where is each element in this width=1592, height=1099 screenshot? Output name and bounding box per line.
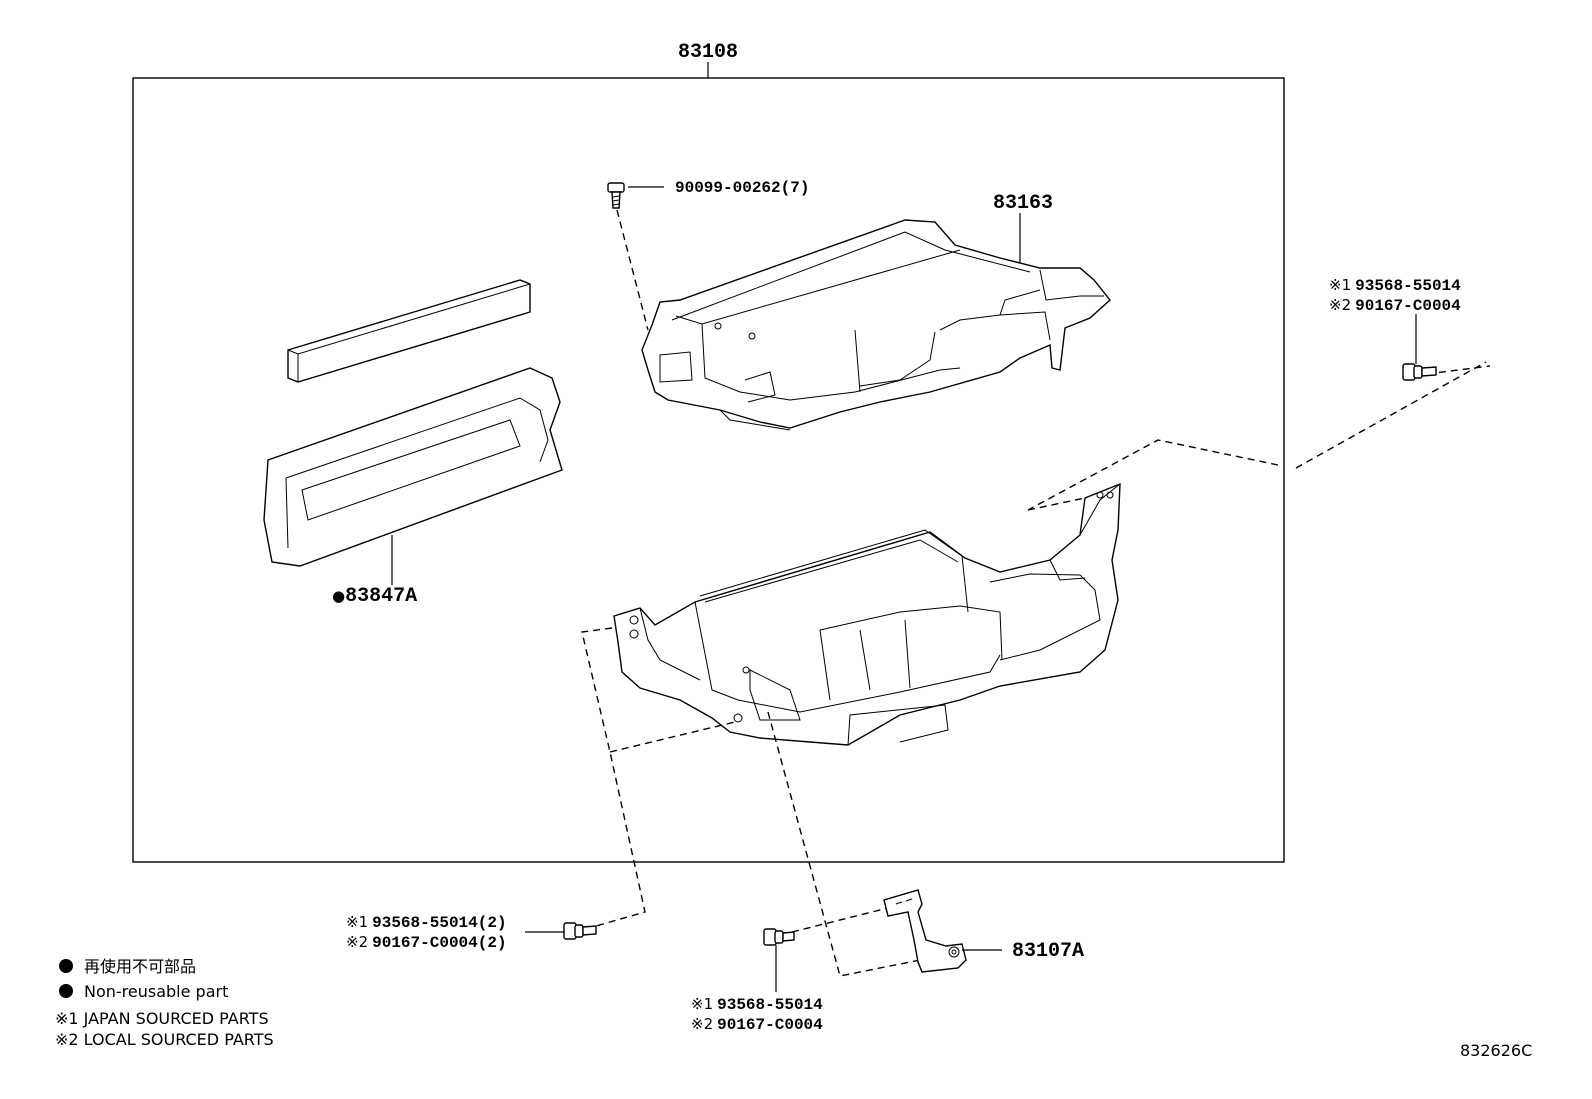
assembly-number: 83108 (678, 41, 738, 64)
filter-strip-part (287, 279, 531, 383)
bracket-part (883, 889, 967, 973)
dash-left-guide-2 (609, 721, 736, 753)
screw-bottom-mid-icon (763, 928, 795, 946)
legend-bullet-jp (59, 959, 73, 973)
legend-note2: ※2 LOCAL SOURCED PARTS (55, 1030, 274, 1049)
combo-ring-label: ●83847A (332, 585, 417, 608)
legend-note1: ※1 JAPAN SOURCED PARTS (55, 1009, 269, 1028)
legend-non-reusable-jp: 再使用不可部品 (84, 957, 196, 976)
screw-bottom-left-icon (563, 922, 597, 940)
dash-right-guide (1295, 361, 1487, 469)
screw-top-icon (607, 182, 625, 209)
legend-bullet-en (59, 984, 73, 998)
upper-case-label: 83163 (993, 192, 1053, 215)
screw-right-icon (1402, 363, 1437, 381)
diagram-code: 832626C (1460, 1041, 1532, 1060)
lower-case-part (613, 482, 1121, 746)
screw-top-dashline (616, 209, 649, 331)
dash-center-guide-2 (1027, 497, 1086, 511)
dash-bottom-guide-2 (791, 907, 889, 933)
upper-case-part (641, 219, 1111, 431)
combo-ring-part (263, 367, 563, 567)
non-reusable-bullet: ● (332, 587, 345, 605)
dash-center-guide (1027, 439, 1279, 511)
screw-top-label: 90099-00262(7) (675, 179, 809, 197)
dash-bottom-guide (767, 711, 921, 977)
legend-non-reusable-en: Non-reusable part (84, 982, 228, 1001)
dash-right-guide-2 (1426, 365, 1491, 375)
bracket-label: 83107A (1012, 940, 1084, 963)
